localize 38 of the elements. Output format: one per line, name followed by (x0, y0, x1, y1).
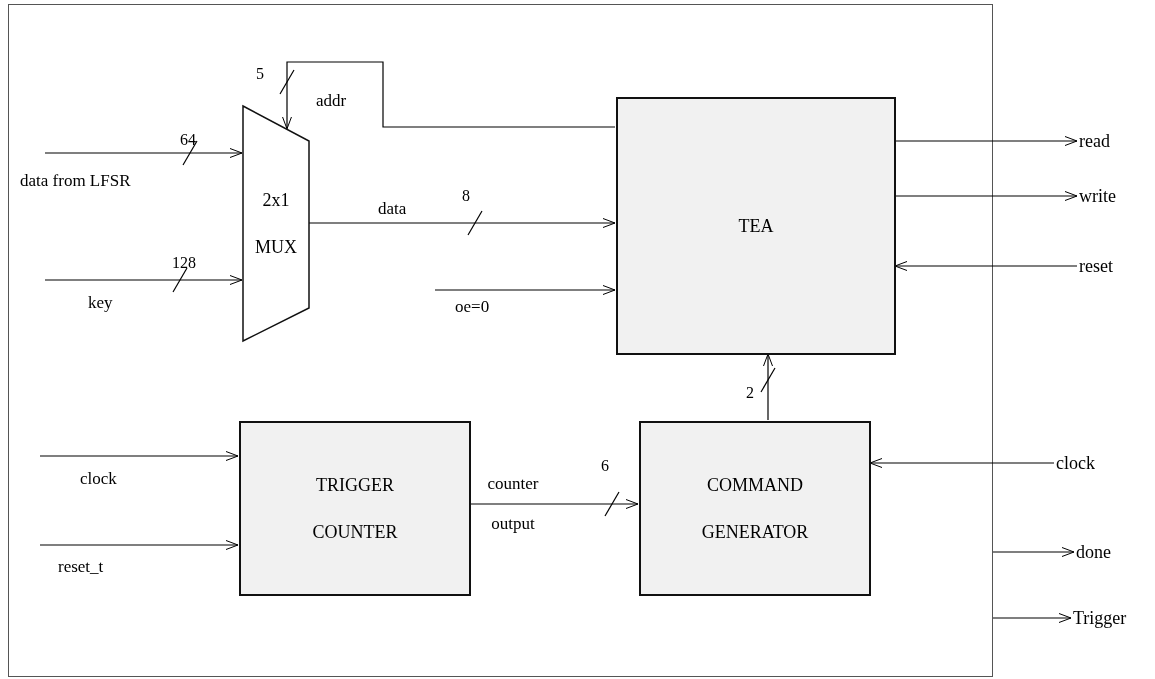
signal-arrow (282, 61, 616, 130)
signal-name: done (1076, 540, 1111, 564)
multiplexer (243, 106, 309, 341)
signal-name: Trigger (1073, 606, 1127, 630)
signal-arrow (763, 353, 773, 421)
signal-name: read (1079, 129, 1110, 153)
bus-width-label: 128 (172, 253, 196, 273)
bus-width-label: 5 (256, 64, 264, 84)
bus-width-label: 6 (601, 456, 609, 476)
block-label: COMMAND GENERATOR (700, 473, 810, 544)
function-block (639, 421, 871, 596)
signal-arrow (44, 275, 243, 285)
signal-arrow (39, 451, 239, 461)
signal-name: write (1079, 184, 1116, 208)
function-block (239, 421, 471, 596)
block-label: TRIGGER COUNTER (311, 473, 399, 544)
edge-label: addr (316, 90, 347, 112)
edge-label: counter output (486, 473, 540, 535)
signal-arrow (992, 613, 1072, 623)
signal-name: reset (1079, 254, 1113, 278)
signal-arrow (434, 285, 616, 295)
block-label: TEA (738, 214, 774, 238)
signal-name: clock (1056, 451, 1095, 475)
signal-arrow (992, 547, 1075, 557)
bus-width-label: 8 (462, 186, 470, 206)
bus-width-label: 64 (180, 130, 196, 150)
edge-label: reset_t (58, 556, 104, 578)
block-label: 2x1 MUX (254, 188, 298, 259)
bus-width-label: 2 (746, 383, 754, 403)
system-boundary (8, 4, 993, 677)
edge-label: clock (80, 468, 117, 490)
signal-arrow (39, 540, 239, 550)
edge-label: key (88, 292, 113, 314)
edge-label: data (378, 198, 407, 220)
edge-label: oe=0 (455, 296, 490, 318)
function-block (616, 97, 896, 355)
signal-arrow (44, 148, 243, 158)
edge-label: data from LFSR (20, 170, 131, 192)
